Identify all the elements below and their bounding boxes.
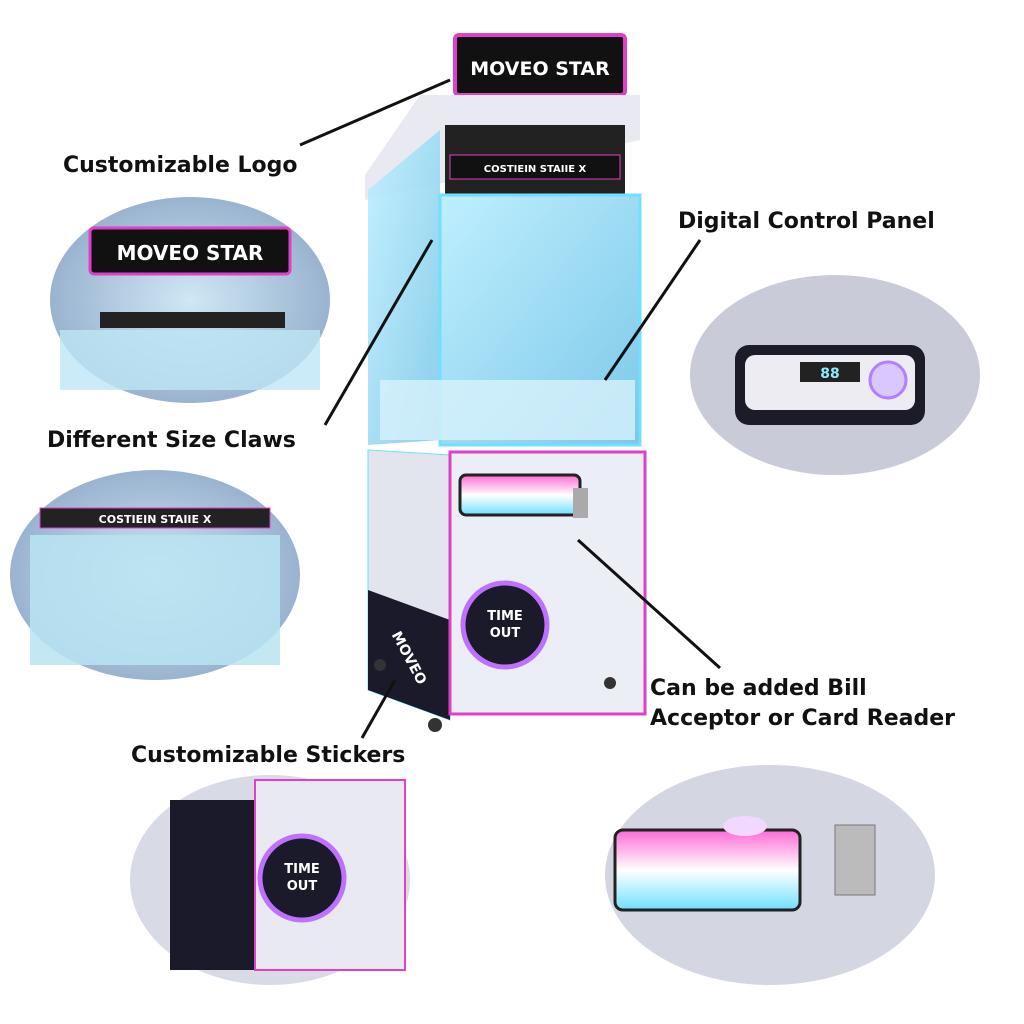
detail-control-panel-ellipse: 88 [690, 275, 980, 475]
detail-claws-ellipse: COSTIEIN STAIIE X [10, 470, 300, 680]
callout-bill-acceptor-line2: Acceptor or Card Reader [650, 706, 956, 731]
machine-button-line1: TIME [487, 609, 523, 624]
detail-stickers-ellipse: TIME OUT [130, 775, 410, 985]
machine-button-line1: TIME [284, 862, 320, 877]
machine-button-line2: OUT [490, 626, 521, 641]
callout-different-size-claws: Different Size Claws [47, 428, 296, 453]
callout-lines [299, 78, 722, 739]
machine-display-readout: 88 [820, 366, 839, 382]
callout-customizable-stickers: Customizable Stickers [131, 743, 406, 768]
detail-logo-text: MOVEO STAR [117, 241, 264, 265]
machine-header-strip: COSTIEIN STAIIE X [99, 513, 212, 526]
callout-customizable-logo: Customizable Logo [63, 153, 298, 178]
machine-header-strip: COSTIEIN STAIIE X [484, 164, 587, 175]
callout-bill-acceptor-line1: Can be added Bill [650, 676, 867, 701]
time-out-button [460, 580, 550, 670]
detail-bill-acceptor-ellipse [605, 765, 935, 985]
detail-logo-ellipse: MOVEO STAR [50, 197, 330, 403]
top-sign-text: MOVEO STAR [470, 58, 610, 80]
callout-digital-control-panel: Digital Control Panel [678, 209, 935, 234]
machine-button-line2: OUT [287, 879, 318, 894]
claw-machine: MOVEO STAR COSTIEIN STAIIE X MOVEO TIME … [365, 33, 647, 732]
